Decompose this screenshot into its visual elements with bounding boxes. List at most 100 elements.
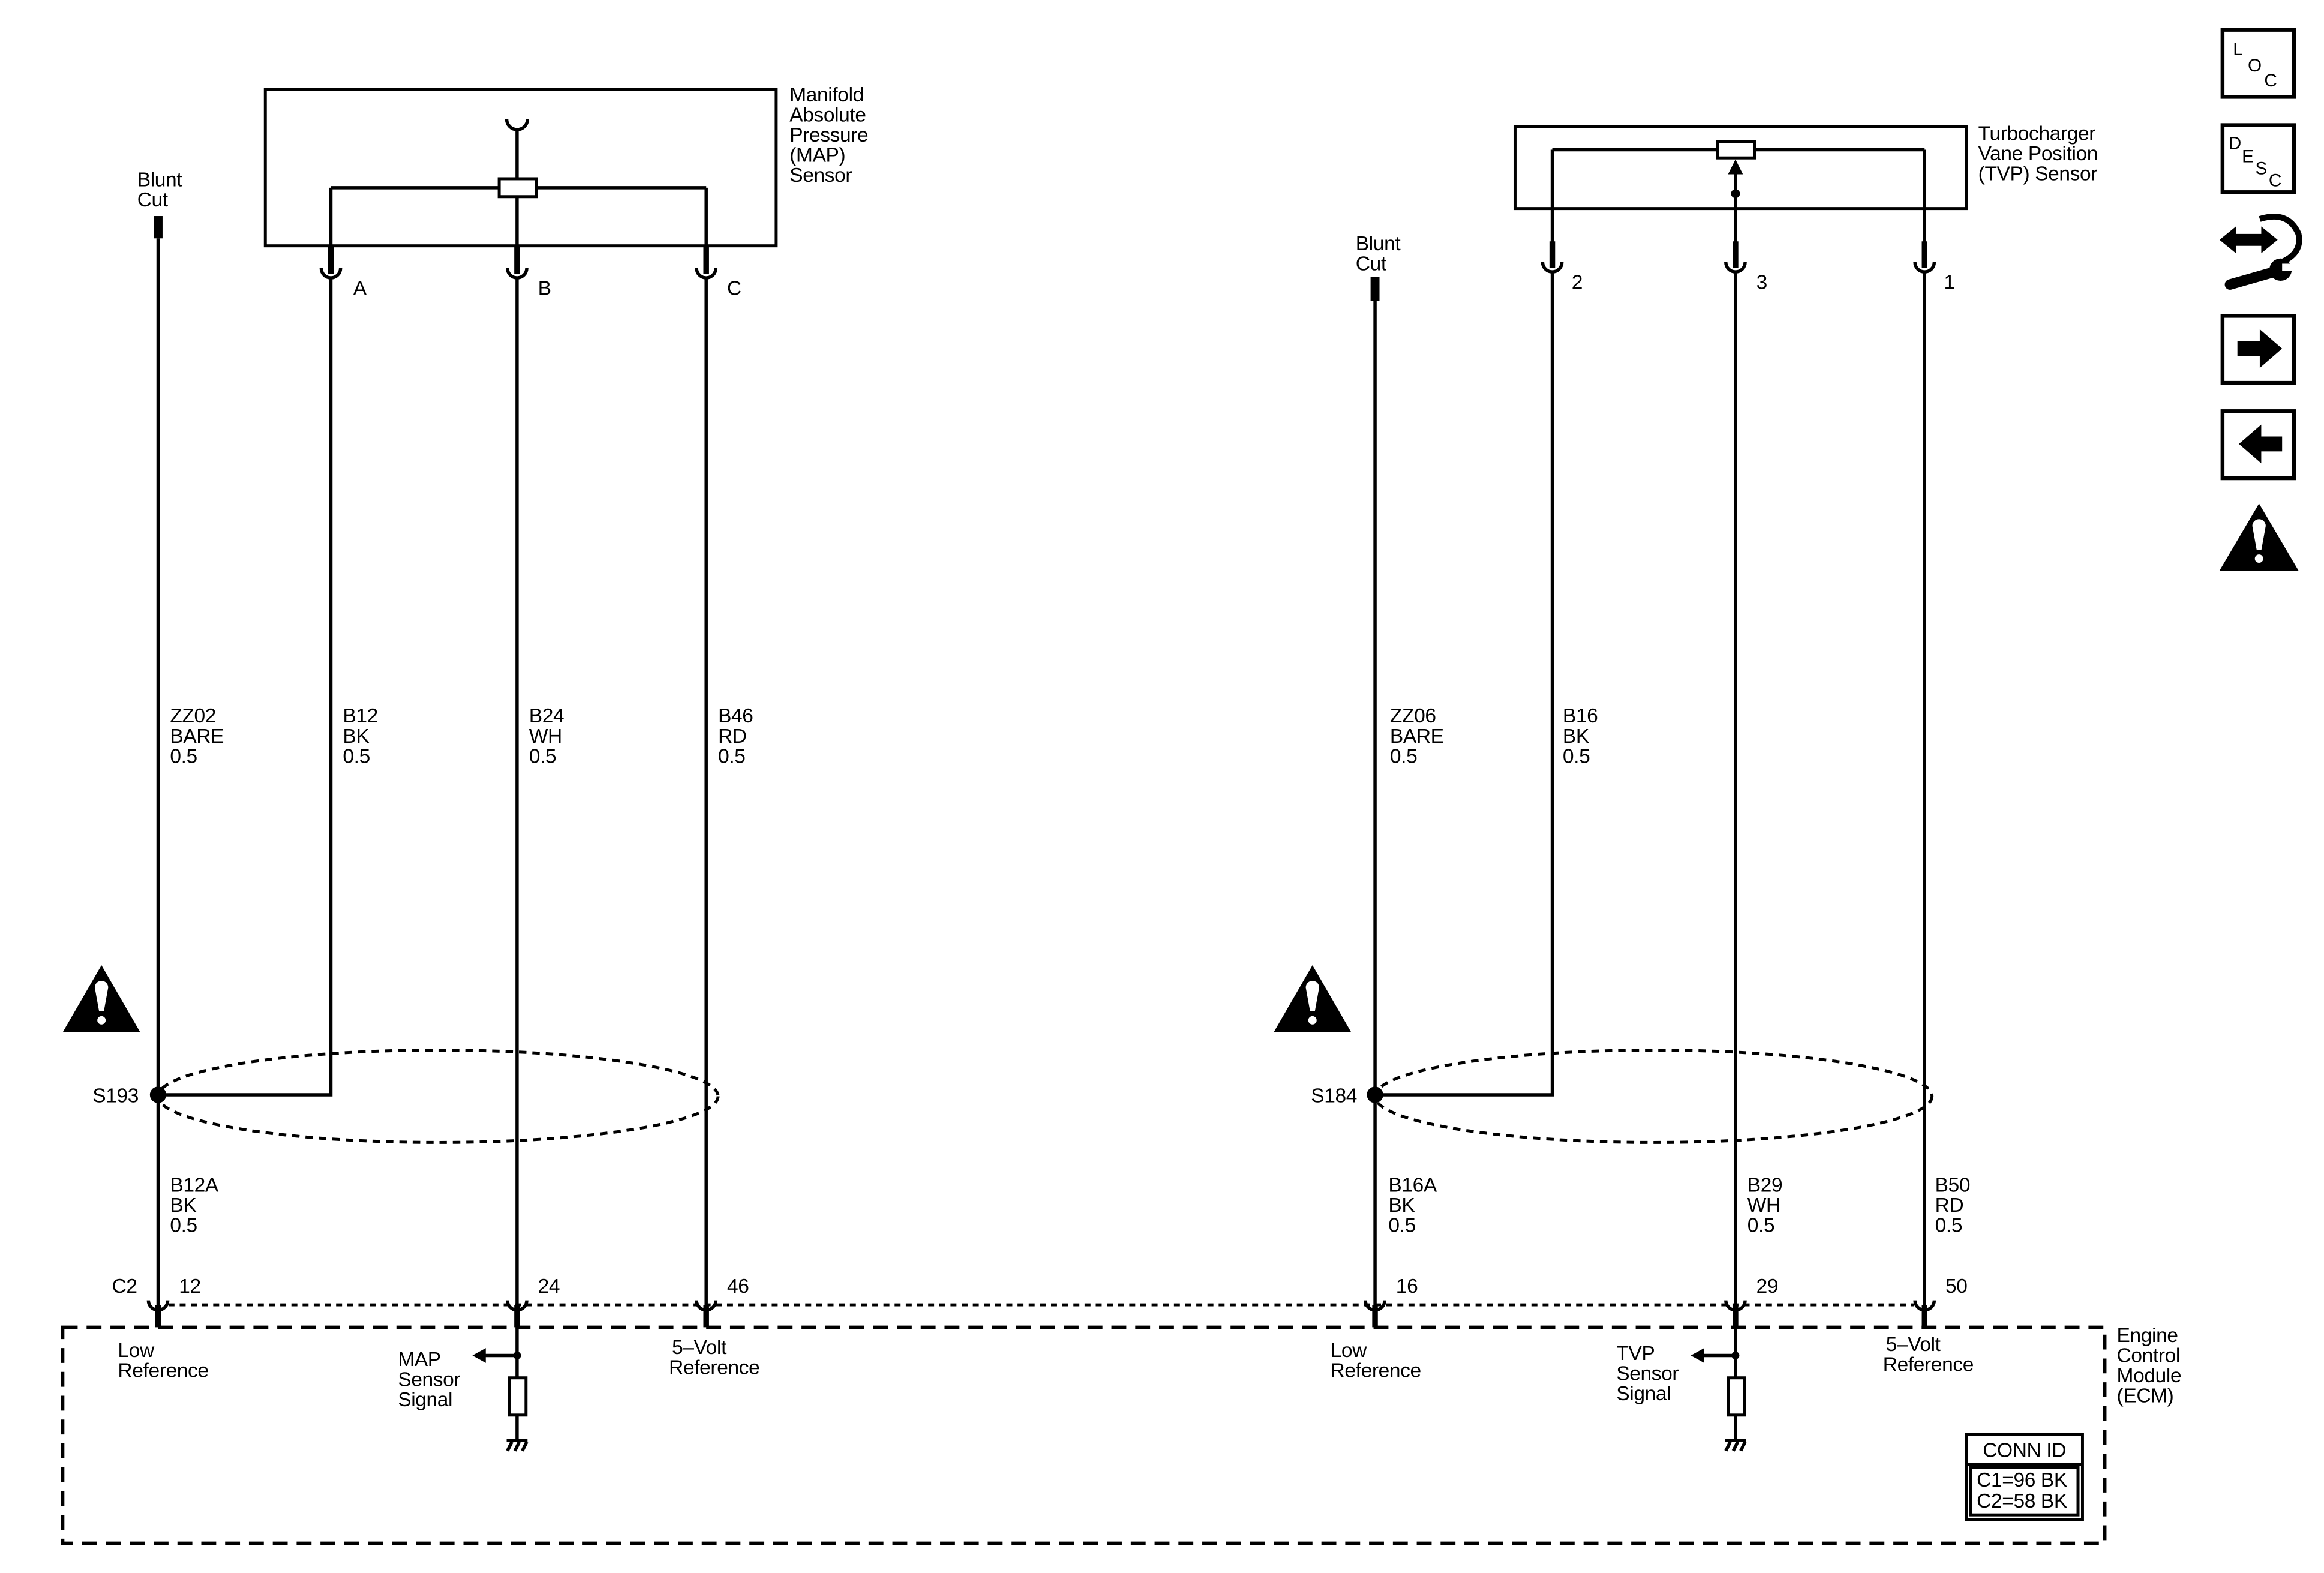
caution-icon[interactable] — [62, 965, 140, 1032]
arrow-right-shaft[interactable] — [2237, 341, 2263, 356]
ecm-function-map-sensor-signal: MAP Sensor Signal — [398, 1327, 529, 1452]
ecm-label-line: Control — [2117, 1345, 2180, 1367]
ecm-function-low-reference-map: Low Reference — [118, 1340, 209, 1382]
loc-icon[interactable]: L O C — [2220, 28, 2296, 99]
signal-arrowhead — [1691, 1348, 1704, 1363]
ground-hatch — [513, 1441, 521, 1452]
ground-icon — [506, 1439, 529, 1452]
tvp-sensor-label: Turbocharger Vane Position (TVP) Sensor — [1978, 122, 2098, 185]
pin-label: 46 — [727, 1275, 749, 1298]
ground-hatch — [506, 1441, 514, 1452]
wrench-jaw-notch — [2282, 263, 2293, 271]
pin-label: B — [538, 278, 551, 300]
circuit-number: B46 — [718, 705, 753, 727]
double-arrow-shape[interactable] — [2219, 226, 2278, 254]
circuit-color: BK — [1388, 1194, 1415, 1217]
function-label-line: 5–Volt — [1886, 1334, 1941, 1356]
circuit-label-b12a: B12A BK 0.5 — [170, 1174, 219, 1236]
ecm-pin-12: 12 — [146, 1275, 201, 1328]
ground-hatch — [1724, 1441, 1732, 1452]
wrench-arrows-icon[interactable] — [2219, 214, 2302, 290]
ground-hatch — [1731, 1441, 1740, 1452]
desc-icon-letter: S — [2255, 159, 2267, 179]
map-sensor-label-line: Absolute — [789, 104, 866, 126]
function-label-line: Sensor — [398, 1368, 460, 1391]
circuit-color: RD — [1935, 1194, 1964, 1217]
splice-dot — [1367, 1086, 1383, 1103]
caution-icon[interactable] — [1274, 965, 1352, 1032]
desc-icon[interactable]: D E S C — [2220, 123, 2296, 194]
ground-hatch — [521, 1441, 529, 1452]
ground-hatch — [1739, 1441, 1747, 1452]
caution-icon[interactable] — [2219, 503, 2299, 571]
pin-label: 24 — [538, 1275, 560, 1298]
loc-icon-letter: O — [2248, 56, 2262, 76]
ecm-module: Engine Control Module (ECM) Low Referenc… — [61, 1325, 2182, 1545]
caution-exclamation — [94, 981, 109, 1011]
circuit-label-b16: B16 BK 0.5 — [1563, 705, 1598, 767]
pin-label: 16 — [1396, 1275, 1418, 1298]
pin-label: 3 — [1756, 272, 1767, 294]
pull-down-resistor — [508, 1376, 528, 1417]
bracket-shape[interactable] — [2259, 214, 2302, 267]
circuit-label-b46: B46 RD 0.5 — [718, 705, 753, 767]
pull-down-resistor — [1727, 1376, 1746, 1417]
pin-label: 2 — [1572, 272, 1583, 294]
caution-exclamation-dot — [97, 1016, 106, 1025]
desc-icon-letter: D — [2229, 133, 2241, 153]
ecm-label-line: (ECM) — [2117, 1385, 2174, 1407]
signal-junction — [513, 1352, 521, 1359]
ecm-pin-46: 46 — [695, 1275, 749, 1328]
circuit-color: WH — [1747, 1194, 1780, 1217]
desc-icon-frame[interactable] — [2220, 123, 2296, 194]
arrow-left-icon[interactable] — [2220, 409, 2296, 481]
conn-id-rows-frame — [1969, 1466, 2080, 1517]
ecm-function-low-reference-tvp: Low Reference — [1331, 1340, 1422, 1382]
arrow-right-frame[interactable] — [2220, 314, 2296, 385]
blunt-cut-label: Cut — [1356, 253, 1387, 275]
tvp-sensor-label-line: Turbocharger — [1978, 122, 2096, 145]
circuit-number: B16A — [1388, 1174, 1437, 1196]
blunt-cut-end — [1370, 277, 1380, 301]
splice-s193: S193 — [92, 1085, 167, 1107]
caution-exclamation — [1305, 981, 1319, 1011]
function-label-line: Signal — [398, 1389, 452, 1411]
map-sensor-body — [263, 88, 778, 248]
wrench-handle[interactable] — [2224, 267, 2277, 290]
conn-id-row: C1=96 BK — [1977, 1469, 2067, 1491]
ecm-pin-24: 24 — [506, 1275, 560, 1328]
circuit-number: B12A — [170, 1174, 218, 1196]
function-label-line: Sensor — [1616, 1362, 1679, 1385]
loc-icon-frame[interactable] — [2220, 28, 2296, 99]
splice-label: S184 — [1311, 1085, 1357, 1107]
circuit-color: BK — [1563, 725, 1589, 748]
map-sensor-label: Manifold Absolute Pressure (MAP) Sensor — [789, 84, 868, 187]
function-label-line: Reference — [1883, 1354, 1974, 1376]
pin-label: 12 — [179, 1275, 201, 1298]
map-sensor-label-line: (MAP) — [789, 144, 845, 166]
conn-id-row: C2=58 BK — [1977, 1490, 2067, 1512]
arrow-right-icon[interactable] — [2220, 314, 2296, 385]
circuit-label-b50: B50 RD 0.5 — [1935, 1174, 1971, 1236]
circuit-number: B24 — [529, 705, 565, 727]
ecm-function-tvp-sensor-signal: TVP Sensor Signal — [1616, 1327, 1747, 1452]
function-label-line: TVP — [1616, 1343, 1655, 1365]
function-label-line: MAP — [398, 1349, 440, 1371]
arrow-left-head[interactable] — [2239, 424, 2262, 464]
tvp-sensor-body — [1513, 125, 1968, 211]
circuit-number: ZZ06 — [1390, 705, 1436, 727]
wire-b12 — [158, 278, 333, 1097]
signal-junction — [1731, 1352, 1740, 1359]
desc-icon-letter: C — [2269, 170, 2281, 190]
ecm-connector-id: C2 — [112, 1275, 137, 1298]
tvp-wiper-arrowhead — [1728, 159, 1743, 175]
circuit-number: ZZ02 — [170, 705, 216, 727]
ground-icon — [1724, 1439, 1747, 1452]
arrow-right-head[interactable] — [2259, 329, 2283, 368]
conn-id-table: CONN ID C1=96 BK C2=58 BK — [1965, 1433, 2084, 1521]
arrow-left-shaft[interactable] — [2258, 436, 2283, 452]
circuit-number: B29 — [1747, 1174, 1783, 1196]
map-sensor-label-line: Manifold — [789, 84, 864, 106]
circuit-label-b12: B12 BK 0.5 — [343, 705, 378, 767]
